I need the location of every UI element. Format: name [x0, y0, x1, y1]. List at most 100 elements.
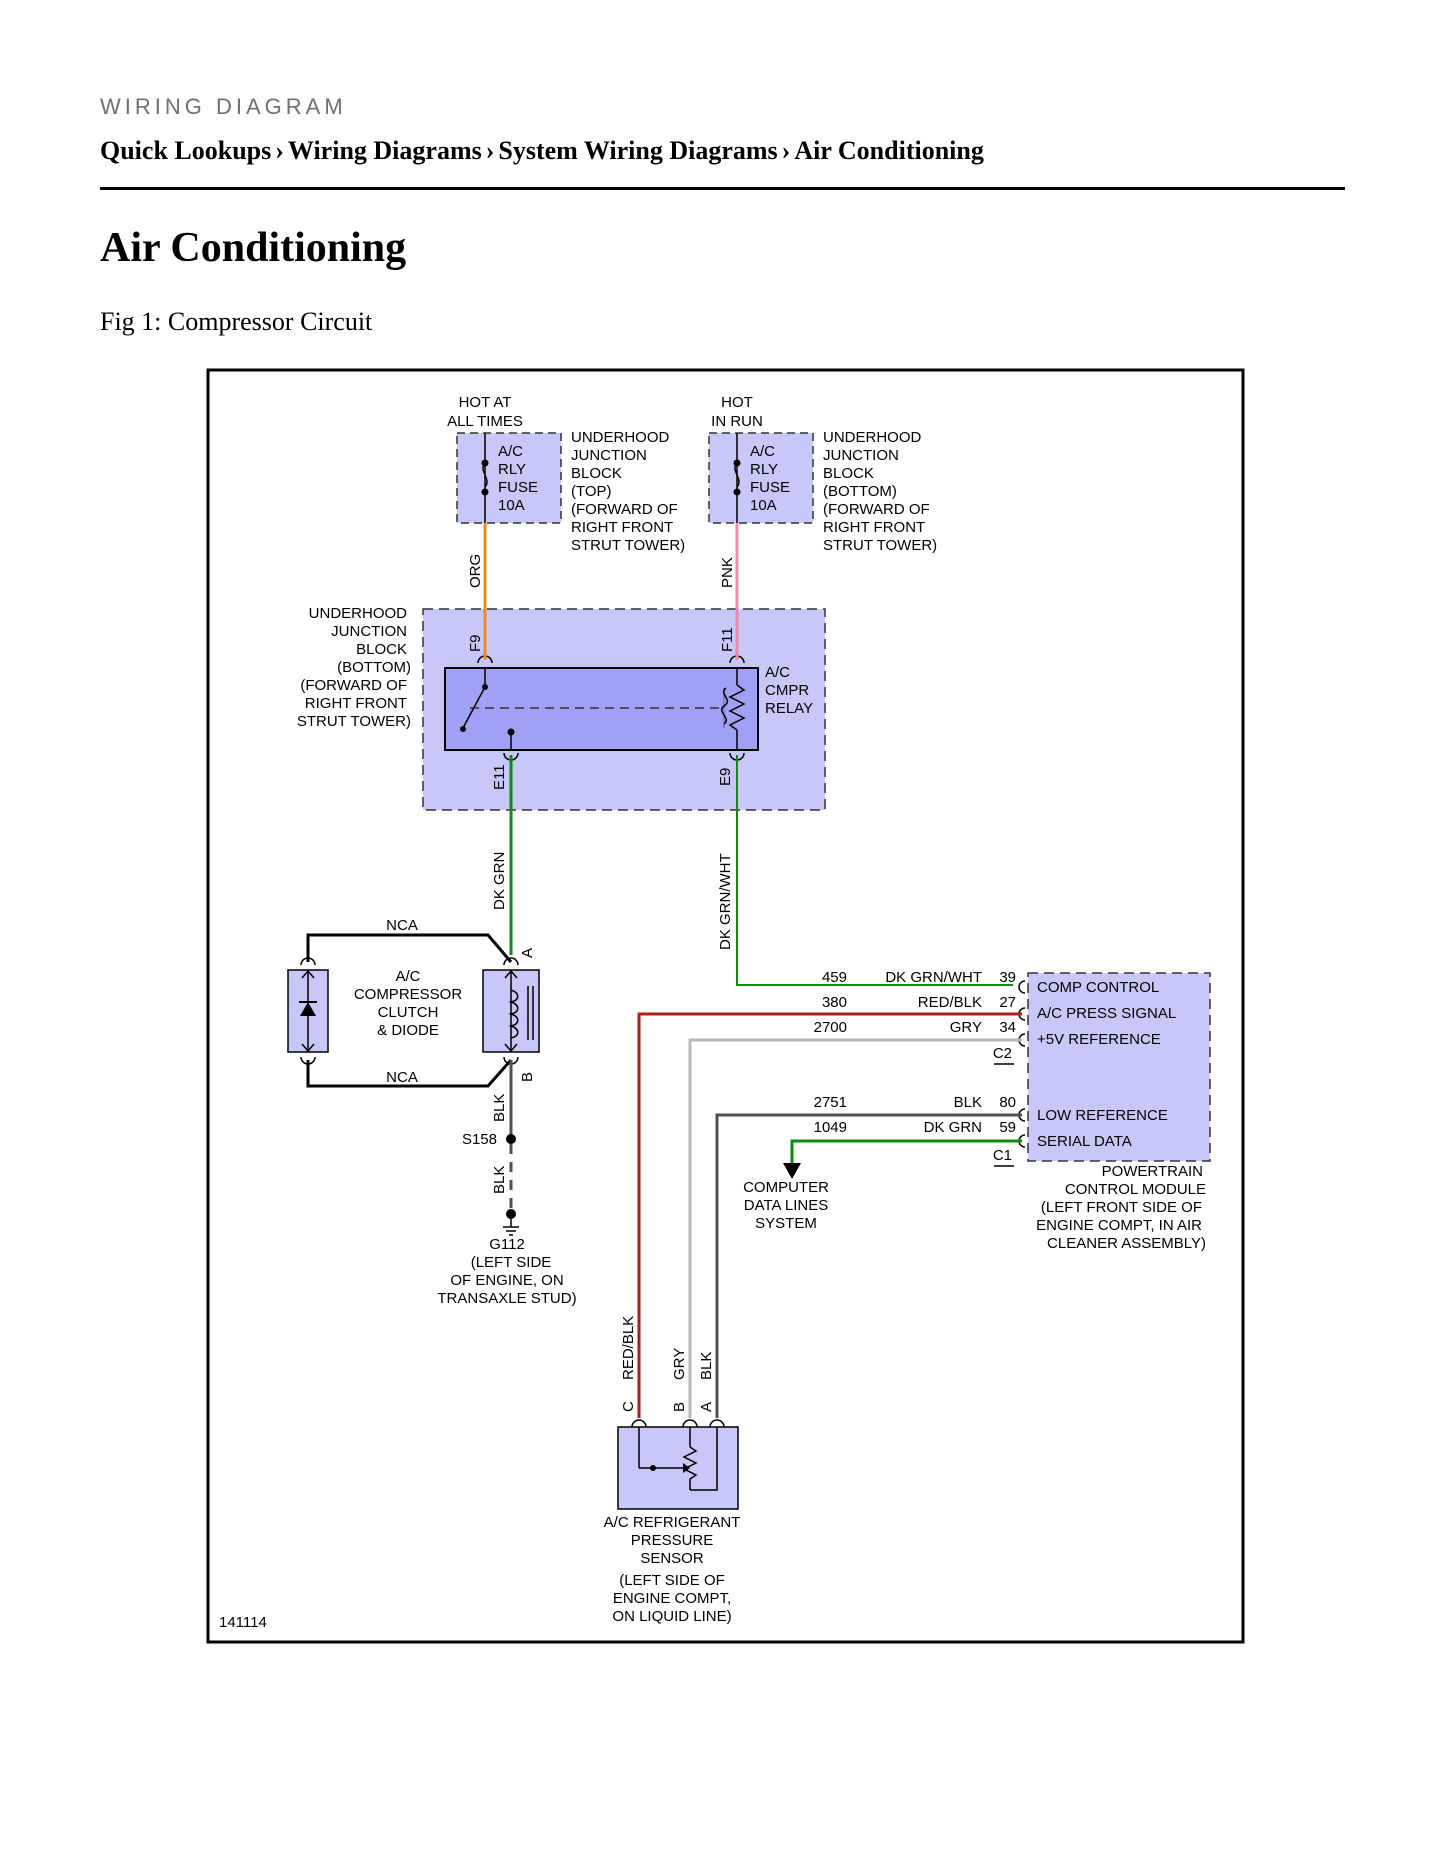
junction-block-location: UNDERHOOD	[309, 605, 408, 622]
label-hot-at-all-times: HOT AT	[459, 394, 512, 411]
wire-nca-top	[306, 933, 513, 963]
ground-icon	[503, 1209, 519, 1236]
fuse-left-label: A/C	[498, 443, 523, 460]
circuit-color: BLK	[954, 1094, 982, 1111]
wire-label-blk: BLK	[491, 1166, 508, 1194]
pin-label-f11: F11	[719, 627, 736, 652]
wire-serial-data	[790, 1139, 1022, 1163]
compressor-label: & DIODE	[377, 1022, 439, 1039]
fuse-left-location: (TOP)	[571, 483, 612, 500]
fuse-left-location: BLOCK	[571, 465, 622, 482]
label-hot-in-run: IN RUN	[711, 413, 763, 430]
wire-label-red-blk: RED/BLK	[620, 1316, 637, 1380]
splice-label: S158	[462, 1131, 497, 1148]
wire-label-gry: GRY	[671, 1348, 688, 1380]
ground-label: G112	[489, 1236, 525, 1253]
fuse-left-label: FUSE	[498, 479, 538, 496]
connector-icons	[1018, 980, 1026, 1148]
ground-label: (LEFT SIDE	[471, 1254, 552, 1271]
compressor-label: A/C	[395, 968, 420, 985]
fuse-left-location: (FORWARD OF	[571, 501, 678, 518]
relay-label: A/C	[765, 664, 790, 681]
relay-box	[444, 667, 759, 751]
pin-label-f9: F9	[467, 634, 484, 652]
junction-block-location: RIGHT FRONT	[305, 695, 407, 712]
fuse-icon	[481, 433, 489, 523]
compressor-label: CLUTCH	[378, 1004, 439, 1021]
fuse-right-label: 10A	[750, 497, 777, 514]
wire-red-blk	[637, 1012, 1022, 1418]
wire-label-blk: BLK	[698, 1352, 715, 1380]
pin-label-b: B	[671, 1402, 688, 1412]
clutch-coil-icon	[504, 969, 534, 1053]
ground-label: OF ENGINE, ON	[450, 1272, 563, 1289]
fuse-left-location: UNDERHOOD	[571, 429, 670, 446]
sensor-location: (LEFT SIDE OF	[619, 1572, 725, 1589]
fuse-left-label: RLY	[498, 461, 526, 478]
pcm-label: POWERTRAIN	[1102, 1163, 1203, 1180]
wire-label-pnk: PNK	[719, 557, 736, 588]
fuse-right-label: A/C	[750, 443, 775, 460]
header-divider	[100, 187, 1345, 190]
sensor-potentiometer-icon	[638, 1427, 718, 1491]
sensor-label: A/C REFRIGERANT	[604, 1514, 741, 1531]
fuse-right-location: RIGHT FRONT	[823, 519, 925, 536]
circuit-number: 2751	[814, 1094, 847, 1111]
circuit-number: 459	[822, 969, 847, 986]
connector-c2-label: C2	[993, 1045, 1012, 1062]
breadcrumb-item-quick-lookups[interactable]: Quick Lookups	[100, 136, 272, 165]
breadcrumb-separator: ›	[781, 136, 791, 165]
relay-switch-icon	[460, 668, 719, 750]
breadcrumb: Quick Lookups›Wiring Diagrams›System Wir…	[100, 136, 984, 166]
wire-gry	[688, 1038, 1022, 1418]
fuse-left-location: STRUT TOWER)	[571, 537, 685, 554]
circuit-number: 1049	[814, 1119, 847, 1136]
pcm-label: (LEFT FRONT SIDE OF	[1041, 1199, 1202, 1216]
computer-data-label: DATA LINES	[744, 1197, 828, 1214]
fuse-right-location: JUNCTION	[823, 447, 899, 464]
pin-label-a: A	[519, 948, 536, 958]
pin-label-e9: E9	[717, 768, 734, 786]
wire-dk-grn-wht	[736, 755, 1013, 986]
wire-label-dk-grn-wht: DK GRN/WHT	[717, 853, 734, 950]
circuit-number: 2700	[814, 1019, 847, 1036]
fuse-right-location: (FORWARD OF	[823, 501, 930, 518]
connector-icons	[631, 1419, 725, 1428]
breadcrumb-item-wiring-diagrams[interactable]: Wiring Diagrams	[287, 136, 482, 165]
pcm-function: COMP CONTROL	[1037, 979, 1159, 996]
breadcrumb-item-air-conditioning[interactable]: Air Conditioning	[794, 136, 984, 165]
wire-nca-bottom	[306, 1059, 513, 1088]
relay-label: RELAY	[765, 700, 813, 717]
pcm-function: +5V REFERENCE	[1037, 1031, 1161, 1048]
circuit-color: GRY	[950, 1019, 982, 1036]
fuse-box-left	[456, 432, 562, 524]
computer-data-label: SYSTEM	[755, 1215, 817, 1232]
breadcrumb-item-system-wiring-diagrams[interactable]: System Wiring Diagrams	[498, 136, 778, 165]
circuit-color: DK GRN/WHT	[885, 969, 982, 986]
sensor-location: ON LIQUID LINE)	[612, 1608, 731, 1625]
pcm-label: ENGINE COMPT, IN AIR	[1036, 1217, 1202, 1234]
connector-c1-label: C1	[993, 1147, 1012, 1164]
arrow-down-icon	[783, 1163, 801, 1179]
pcm-pin: 39	[999, 969, 1016, 986]
pin-label-b: B	[519, 1072, 536, 1082]
sensor-label: PRESSURE	[631, 1532, 714, 1549]
label-hot-in-run: HOT	[721, 394, 753, 411]
pcm-pin: 34	[999, 1019, 1016, 1036]
page-title: Air Conditioning	[100, 225, 407, 271]
pin-label-e11: E11	[491, 764, 508, 790]
compressor-label: COMPRESSOR	[354, 986, 463, 1003]
circuit-color: RED/BLK	[918, 994, 982, 1011]
pcm-function: SERIAL DATA	[1037, 1133, 1132, 1150]
circuit-number: 380	[822, 994, 847, 1011]
diagram-id: 141114	[219, 1614, 267, 1631]
wire-blk	[715, 1113, 1022, 1418]
wire-label-blk: BLK	[491, 1094, 508, 1122]
breadcrumb-separator: ›	[485, 136, 495, 165]
diagram-frame	[206, 368, 1245, 1644]
pcm-label: CONTROL MODULE	[1065, 1181, 1206, 1198]
sensor-label: SENSOR	[640, 1550, 704, 1567]
splice-s158	[506, 1134, 516, 1144]
circuit-color: DK GRN	[924, 1119, 982, 1136]
